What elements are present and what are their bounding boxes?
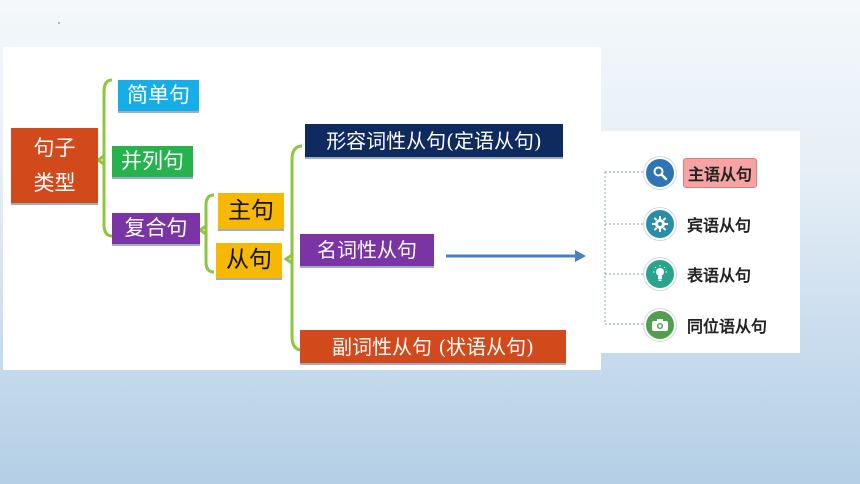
adjective-clause-box: 形容词性从句(定语从句): [305, 124, 563, 159]
list-item-predicative-clause[interactable]: 表语从句: [644, 256, 755, 292]
list-item-object-clause[interactable]: 宾语从句: [644, 206, 755, 242]
main-clause-box: 主句: [218, 193, 284, 231]
gear-icon: [644, 208, 676, 240]
diagram-panel: [3, 47, 601, 370]
root-line-2: 类型: [33, 170, 76, 195]
list-item-subject-clause[interactable]: 主语从句: [644, 155, 758, 191]
subject-clause-label: 主语从句: [683, 158, 758, 188]
compound-sentence-box: 并列句: [112, 146, 193, 179]
lightbulb-icon: [644, 258, 676, 290]
sub-clause-box: 从句: [216, 243, 282, 280]
root-line-1: 句子: [33, 135, 76, 160]
search-icon: [644, 157, 676, 189]
list-item-appositive-clause[interactable]: 同位语从句: [644, 307, 771, 343]
camera-icon: [644, 309, 676, 341]
appositive-clause-label: 同位语从句: [687, 317, 768, 336]
noun-clause-box: 名词性从句: [300, 234, 434, 268]
object-clause-label: 宾语从句: [687, 216, 752, 235]
sentence-types-root: 句子 类型: [11, 128, 98, 205]
decorative-dot: [58, 22, 60, 24]
adverbial-clause-box: 副词性从句 (状语从句): [300, 330, 566, 365]
simple-sentence-box: 简单句: [118, 80, 199, 113]
complex-sentence-box: 复合句: [112, 213, 200, 246]
predicative-clause-label: 表语从句: [687, 266, 752, 285]
